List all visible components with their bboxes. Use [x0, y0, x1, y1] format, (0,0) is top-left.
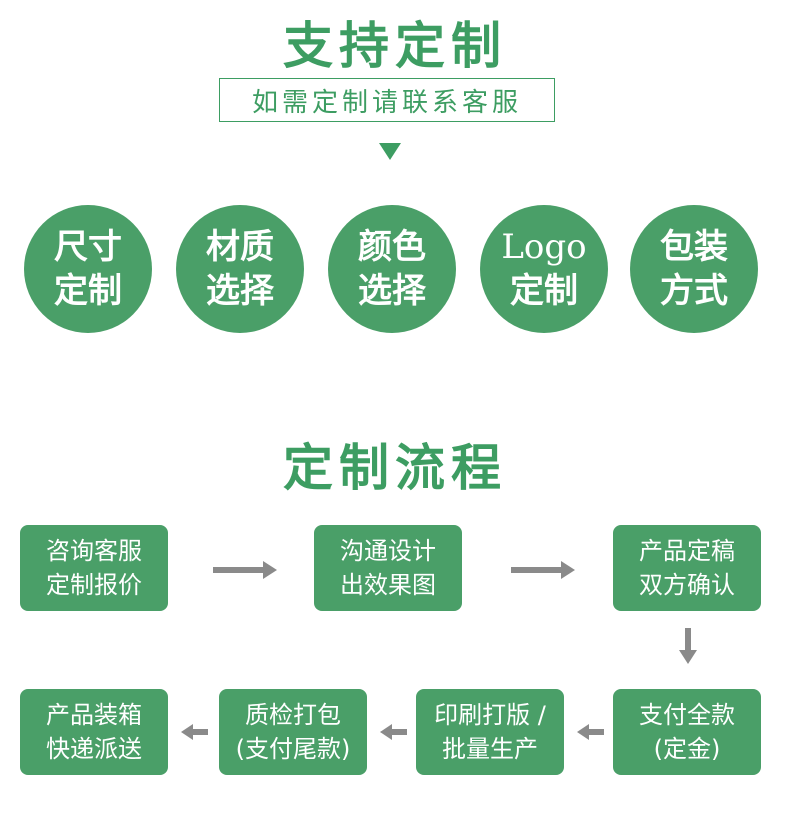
step-ship: 产品装箱 快递派送: [20, 689, 168, 775]
step-label-line1: 沟通设计: [340, 537, 436, 565]
contact-subtitle: 如需定制请联系客服: [219, 78, 555, 122]
step-print: 印刷打版 / 批量生产: [416, 689, 564, 775]
arrow-right-icon: [213, 561, 277, 579]
step-label-line2: 定制报价: [46, 571, 142, 599]
option-material: 材质 选择: [176, 205, 304, 333]
option-label-line2: 方式: [660, 271, 728, 311]
step-design: 沟通设计 出效果图: [314, 525, 462, 611]
step-confirm: 产品定稿 双方确认: [613, 525, 761, 611]
option-logo: Logo 定制: [480, 205, 608, 333]
step-label-line1: 支付全款: [639, 701, 735, 729]
option-label-line1: 颜色: [358, 227, 426, 267]
step-inspect: 质检打包 (支付尾款): [219, 689, 367, 775]
step-label-line2: 批量生产: [442, 735, 538, 763]
option-label-line1: 材质: [206, 227, 274, 267]
option-packaging: 包装 方式: [630, 205, 758, 333]
step-label-line1: 质检打包: [245, 701, 341, 729]
arrow-left-icon: [380, 724, 407, 740]
arrow-left-icon: [181, 724, 208, 740]
step-label-line1: 产品定稿: [639, 537, 735, 565]
process-title: 定制流程: [283, 439, 507, 497]
step-label-line2: 双方确认: [639, 571, 735, 599]
arrow-down-icon: [679, 628, 697, 664]
page-title: 支持定制: [283, 17, 507, 75]
option-label-line2: 选择: [206, 271, 274, 311]
arrow-right-icon: [511, 561, 575, 579]
arrow-left-icon: [577, 724, 604, 740]
step-label-line2: 出效果图: [340, 571, 436, 599]
step-pay-full: 支付全款 (定金): [613, 689, 761, 775]
option-color: 颜色 选择: [328, 205, 456, 333]
step-label-line1: 产品装箱: [46, 701, 142, 729]
step-label-line2: (支付尾款): [235, 735, 351, 763]
option-label-line2: 定制: [510, 271, 578, 311]
option-label-line1: Logo: [501, 227, 587, 267]
option-label-line2: 选择: [358, 271, 426, 311]
step-label-line2: (定金): [653, 735, 721, 763]
step-label-line2: 快递派送: [46, 735, 142, 763]
step-consult: 咨询客服 定制报价: [20, 525, 168, 611]
step-label-line1: 印刷打版 /: [434, 701, 546, 729]
down-triangle-icon: [379, 143, 401, 160]
step-label-line1: 咨询客服: [46, 537, 142, 565]
option-size-custom: 尺寸 定制: [24, 205, 152, 333]
option-label-line1: 包装: [660, 227, 728, 267]
option-label-line2: 定制: [54, 271, 122, 311]
option-label-line1: 尺寸: [54, 227, 122, 267]
